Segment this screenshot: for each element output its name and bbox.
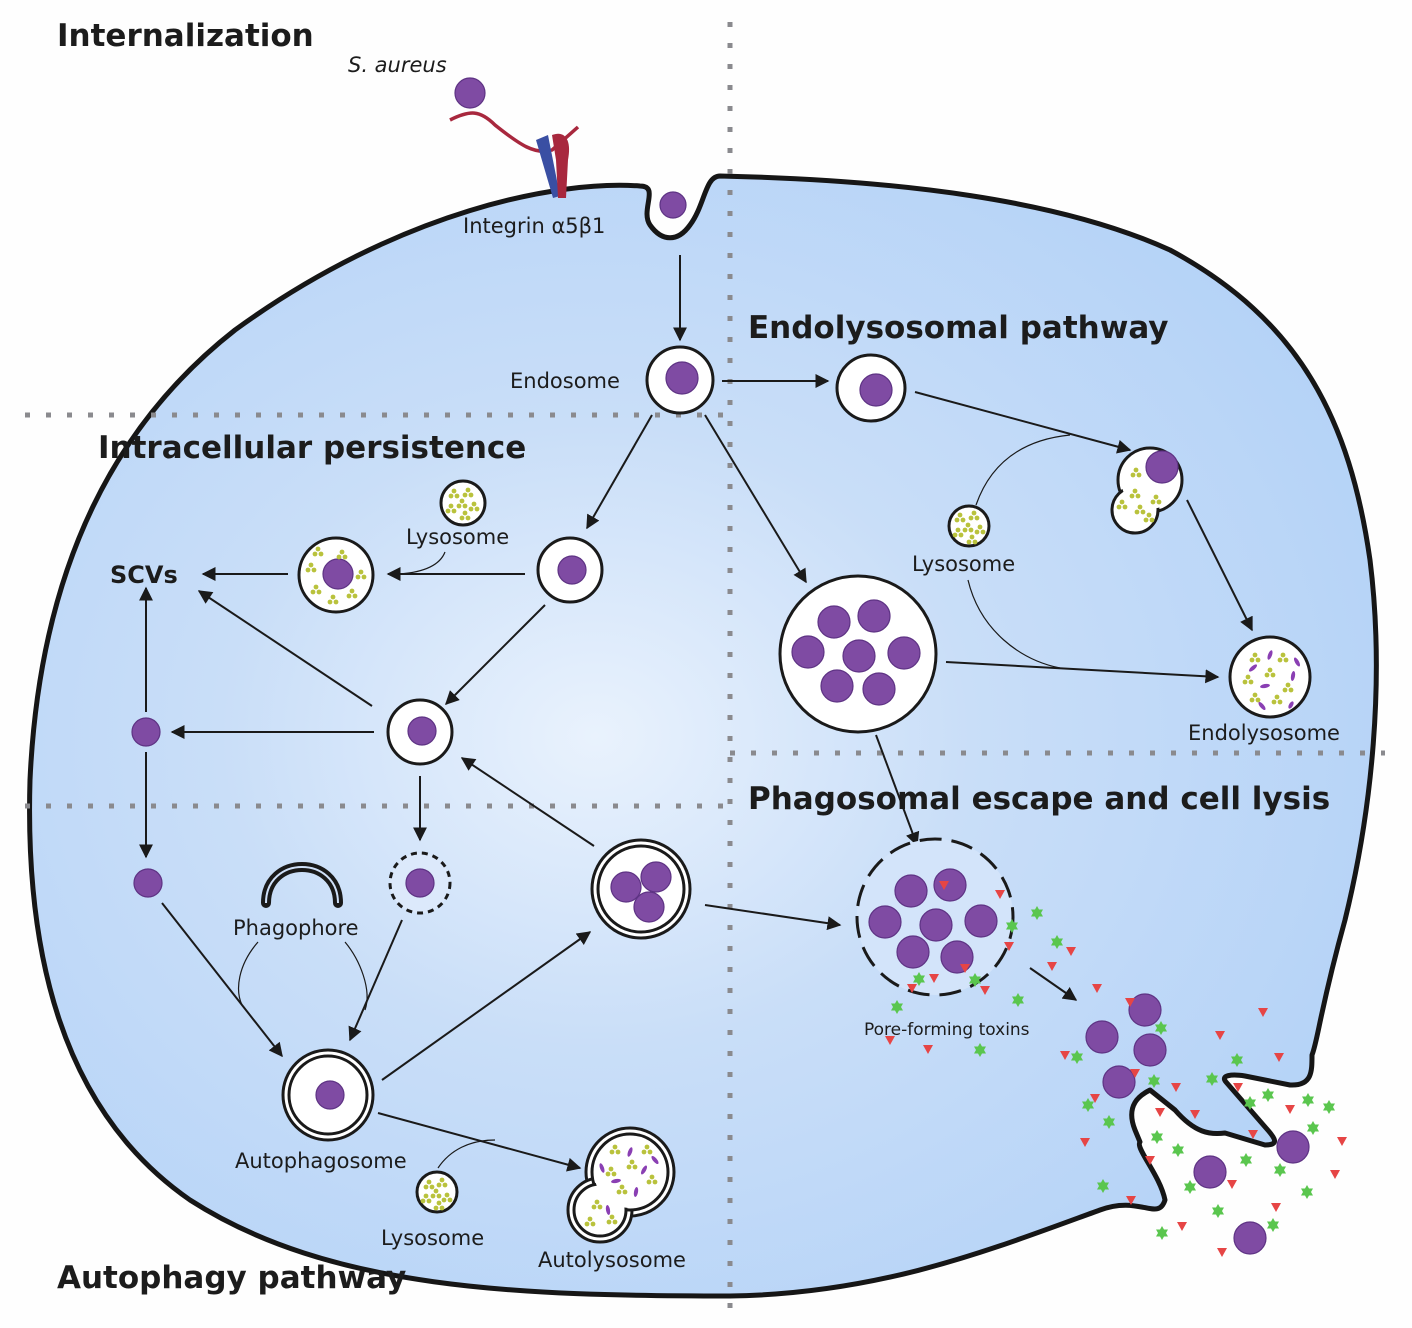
arrow-endosome-to-vacuole xyxy=(704,414,807,584)
host-cell-membrane xyxy=(27,173,1379,1299)
arrow-autophagosome-to-autolysosome xyxy=(377,1112,582,1172)
phagophore-label: Phagophore xyxy=(233,916,359,940)
arrow-to-fusing-endosome xyxy=(914,391,1132,454)
damaged-vacuole xyxy=(388,851,452,915)
section-title-endolysosomal: Endolysosomal pathway xyxy=(748,310,1169,346)
autophagosome-label: Autophagosome xyxy=(235,1149,407,1173)
phagophore-curve-left xyxy=(237,941,259,1006)
ruptured-phagosome xyxy=(855,837,1015,997)
section-title-internalization: Internalization xyxy=(57,18,314,54)
lysosome-label-autophagy: Lysosome xyxy=(381,1226,484,1250)
arrow-vacuole-to-endolysosome xyxy=(945,661,1220,684)
endosome xyxy=(645,345,715,415)
invaginating-bacterium xyxy=(659,191,687,219)
s-aureus-label: S. aureus xyxy=(348,53,447,77)
arrow-vacuole-to-escape xyxy=(875,734,920,847)
lysosome-fusion-curve-top xyxy=(975,434,1071,506)
replication-vacuole xyxy=(778,574,938,734)
endolysosome xyxy=(1228,635,1312,719)
endolysosome-label: Endolysosome xyxy=(1188,721,1340,745)
early-endosome xyxy=(835,353,907,423)
cytosolic-bacterium-2 xyxy=(133,868,163,898)
section-title-persistence: Intracellular persistence xyxy=(98,430,526,466)
autolysosome-label: Autolysosome xyxy=(538,1248,686,1272)
arrow-multivesicle-to-escape xyxy=(704,904,842,931)
cytosolic-bacterium-1 xyxy=(131,717,161,747)
released-bacteria xyxy=(1085,993,1310,1255)
arrow-to-endolysosome xyxy=(1186,499,1253,632)
arrow-multivesicle-to-persistent xyxy=(460,757,595,847)
lysosome-fusion-curve-bottom xyxy=(967,579,1061,669)
lysosome-endolysosomal xyxy=(947,504,991,548)
lysosome-autophagy xyxy=(415,1170,459,1214)
lysosome-fusion-curve-persistence xyxy=(399,551,446,575)
fusing-endosome-lysosome xyxy=(1110,446,1184,535)
arrow-autophagosome-to-multivesicle xyxy=(381,931,592,1081)
scvs-label: SCVs xyxy=(110,561,178,589)
lysosome-persistence xyxy=(439,479,487,527)
integrin-receptor xyxy=(536,133,570,198)
arrow-damaged-to-autophagosome xyxy=(348,919,403,1042)
lysosome-fusion-curve-autophagy xyxy=(437,1139,496,1169)
arrow-endosome-to-persistent xyxy=(586,414,653,530)
arrow-persistent-2-to-scvs xyxy=(197,590,373,707)
arrow-phagosome-to-lysis xyxy=(1029,967,1078,1001)
arrow-persistent-1-to-2 xyxy=(445,604,546,705)
section-title-phagosomal-escape: Phagosomal escape and cell lysis xyxy=(748,781,1330,817)
integrin-label: Integrin α5β1 xyxy=(463,214,605,238)
endosome-label: Endosome xyxy=(510,369,620,393)
arrow-cytosolic-to-autophagosome xyxy=(161,902,283,1058)
multi-bacteria-autophagic-vacuole xyxy=(590,838,692,940)
toxins-label: Pore-forming toxins xyxy=(864,1020,1030,1040)
autophagosome xyxy=(281,1048,375,1142)
lysosome-label-endolysosomal: Lysosome xyxy=(912,552,1015,576)
persistent-vacuole-2 xyxy=(386,698,454,766)
autolysosome xyxy=(566,1126,676,1244)
lysosome-label-persistence: Lysosome xyxy=(406,525,509,549)
lysosome-fused-vacuole xyxy=(297,536,375,614)
section-title-autophagy: Autophagy pathway xyxy=(57,1260,406,1296)
persistent-vacuole-1 xyxy=(536,536,604,604)
